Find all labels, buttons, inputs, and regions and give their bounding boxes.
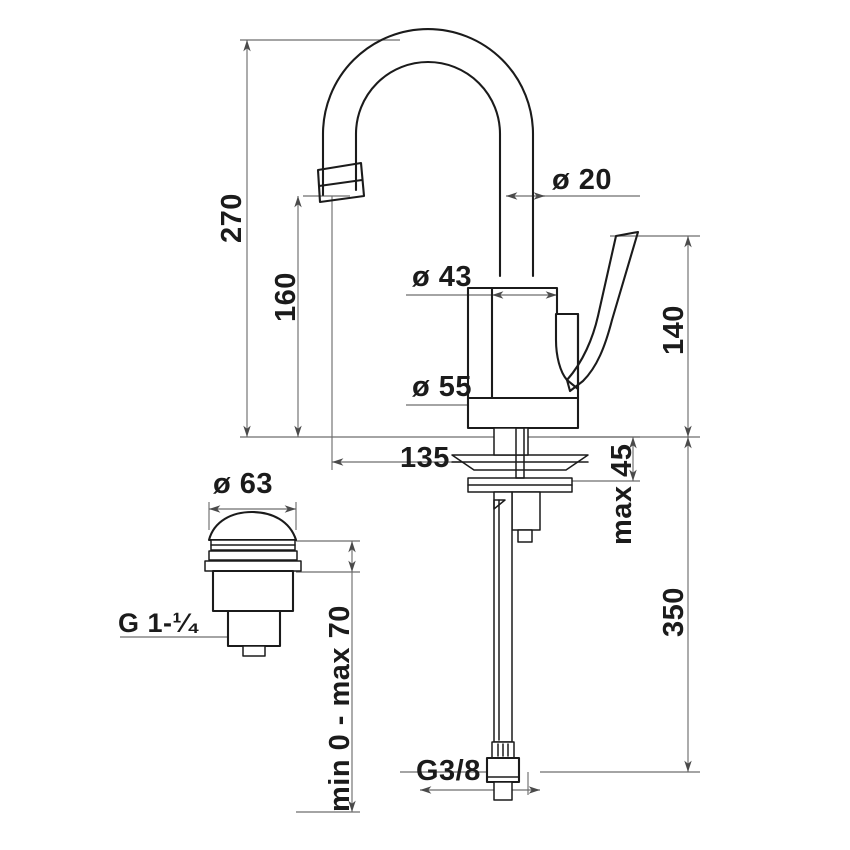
mixer-body-base (466, 396, 580, 430)
threaded-stud (515, 427, 525, 479)
dim-body-lower-dia: ø 55 (412, 371, 473, 403)
faucet-assembly (316, 28, 640, 801)
dim-spout-height: 160 (270, 272, 302, 322)
spout-outlet-aerator (316, 161, 366, 204)
dim-drain-cap-dia: ø 63 (213, 468, 274, 500)
drain-cap-dome (207, 510, 298, 542)
lever-handle-stem (554, 312, 580, 391)
dim-hose-thread: G3/8 (416, 755, 481, 787)
dim-drain-thread: G 1-¹⁄₄ (118, 608, 201, 638)
dim-mounting-max: max 45 (606, 443, 638, 545)
dim-handle-height: 140 (658, 305, 690, 355)
gooseneck-spout-outer (321, 28, 535, 278)
drain-seal-washer (204, 560, 302, 572)
mixer-shank (493, 427, 529, 456)
dim-spout-tube-dia: ø 20 (552, 164, 613, 196)
drain-body-tab (242, 645, 266, 657)
lever-handle (565, 230, 640, 393)
popup-rod-tip (517, 529, 533, 543)
g38-hex-connector (485, 756, 521, 784)
drain-assembly (204, 510, 302, 657)
dimension-lines (120, 39, 700, 813)
dim-spout-reach: 135 (400, 442, 450, 474)
drain-cap-rim-2 (208, 550, 298, 561)
dim-drain-range: min 0 - max 70 (324, 605, 356, 812)
gooseneck-spout-inner (354, 60, 502, 278)
g38-thread-tail (493, 781, 513, 801)
flexible-supply-hose (493, 491, 513, 743)
dim-total-height: 270 (216, 193, 248, 243)
dim-body-upper-dia: ø 43 (412, 261, 473, 293)
mixer-body-upper (466, 286, 580, 400)
dim-hose-length: 350 (658, 587, 690, 637)
popup-rod-housing (511, 491, 541, 531)
drain-body-upper (211, 569, 295, 613)
drain-body-thread (226, 609, 282, 648)
